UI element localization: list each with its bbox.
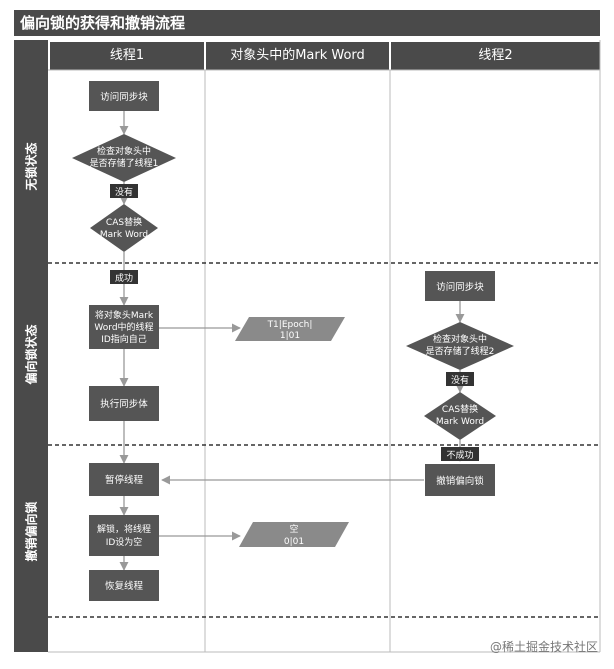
mw-empty-text-2: 0|01 [284, 537, 304, 547]
mw-empty-parallelogram [239, 522, 349, 547]
t2-cas-diamond [424, 392, 496, 440]
t1-no-label: 没有 [115, 186, 133, 198]
t1-access-box [89, 81, 159, 111]
mw-biased-parallelogram [235, 317, 345, 341]
t1-success-label-bg [110, 270, 138, 284]
mw-biased-text-1: T1|Epoch| [267, 320, 313, 330]
t1-check-text-1: 检查对象头中 [97, 145, 151, 157]
column-header-thread2: 线程2 [391, 42, 600, 70]
t1-unlock-text-2: ID设为空 [106, 536, 143, 548]
t1-resume-box [89, 570, 159, 601]
watermark: @稀土掘金技术社区 [489, 640, 598, 654]
t2-check-text-2: 是否存储了线程2 [426, 345, 495, 357]
t1-check-diamond [72, 134, 176, 182]
t2-check-diamond [406, 322, 514, 370]
t1-unlock-text-1: 解锁，将线程 [97, 523, 151, 535]
t1-point-box [89, 305, 159, 349]
t1-cas-diamond [90, 204, 158, 252]
t1-pause-text: 暂停线程 [105, 474, 144, 486]
t1-point-text-3: ID指向自己 [101, 333, 147, 345]
t2-access-text: 访问同步块 [436, 281, 484, 293]
t2-access-box [425, 271, 495, 301]
t1-pause-box [89, 463, 159, 496]
t1-point-text-1: 将对象头Mark [95, 309, 154, 321]
t1-cas-text-1: CAS替换 [106, 216, 142, 228]
t2-cas-text-1: CAS替换 [442, 403, 478, 415]
t2-revoke-box [425, 464, 495, 496]
diagram-title: 偏向锁的获得和撤销流程 [14, 10, 600, 36]
t2-cas-text-2: Mark Word [436, 417, 484, 427]
t2-no-label: 没有 [451, 374, 469, 386]
lane-strip [14, 40, 48, 652]
column-header-mark-word: 对象头中的Mark Word [206, 42, 389, 70]
mw-biased-text-2: 1|01 [280, 331, 300, 341]
t1-no-label-bg [110, 184, 138, 198]
t1-exec-text: 执行同步体 [100, 398, 148, 410]
t1-exec-box [89, 386, 159, 421]
grid [48, 40, 601, 653]
t1-point-text-2: Word中的线程 [94, 321, 153, 333]
t1-check-text-2: 是否存储了线程1 [90, 157, 159, 169]
t1-success-label: 成功 [115, 272, 133, 284]
t2-no-label-bg [446, 372, 474, 386]
t1-resume-text: 恢复线程 [105, 580, 144, 592]
t2-fail-label: 不成功 [446, 449, 473, 461]
t2-fail-label-bg [441, 447, 479, 461]
t2-revoke-text: 撤销偏向锁 [436, 475, 484, 487]
t1-unlock-box [89, 515, 159, 556]
t2-check-text-1: 检查对象头中 [433, 333, 487, 345]
mw-empty-text-1: 空 [289, 523, 298, 535]
t1-access-text: 访问同步块 [100, 91, 148, 103]
t1-cas-text-2: Mark Word [100, 230, 148, 240]
column-header-thread1: 线程1 [50, 42, 204, 70]
